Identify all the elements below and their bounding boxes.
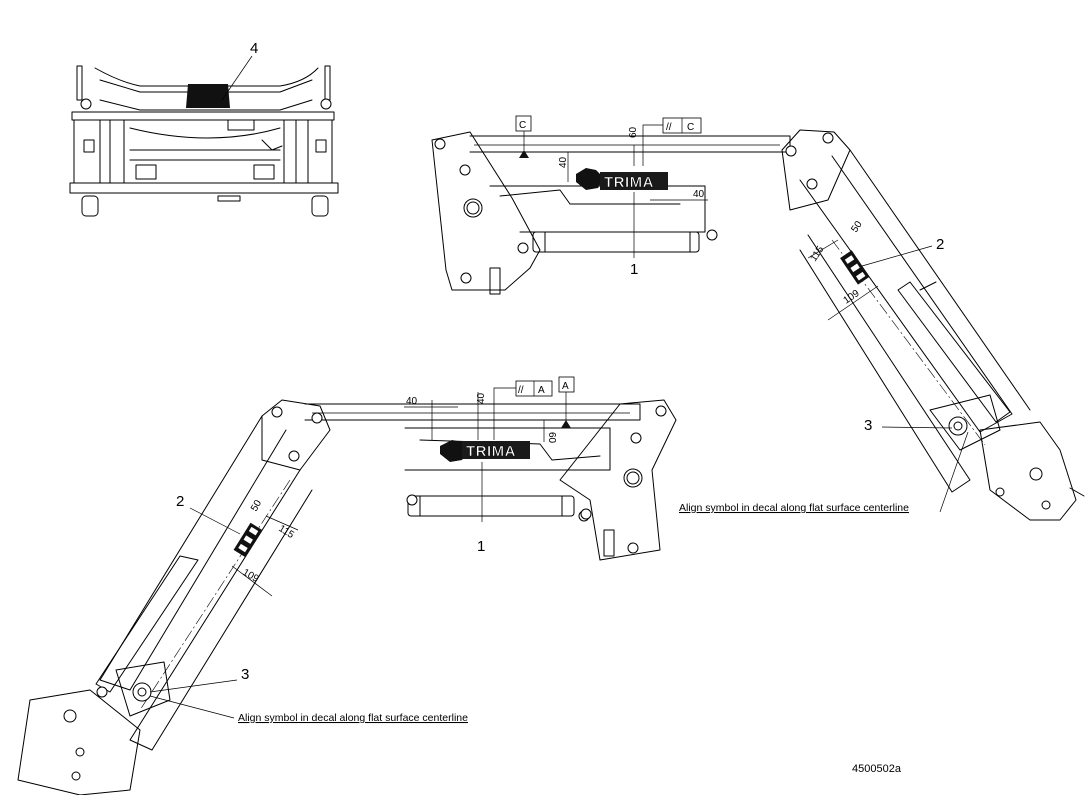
decal-2-right — [840, 250, 870, 285]
callout-1-left: 1 — [477, 538, 485, 555]
datum-c-label: C — [519, 120, 526, 131]
drawing-number: 4500502a — [852, 763, 902, 775]
note-left: Align symbol in decal along flat surface… — [238, 712, 468, 724]
tol-parallel-right: // — [666, 122, 672, 133]
dim-115-right: 115 — [808, 244, 826, 264]
trima-logo-text-left: TRIMA — [466, 443, 516, 460]
callout-3-left: 3 — [241, 666, 249, 683]
callout-3-right: 3 — [864, 417, 872, 434]
dim-50-right: 50 — [849, 219, 865, 235]
dim-40-horizontal-right: 40 — [693, 189, 705, 200]
right-arm-dimensions: C // C 60 40 40 1 50 115 109 2 3 Align s… — [515, 115, 969, 514]
decal-2-left — [233, 522, 263, 558]
front-decal — [186, 84, 230, 108]
datum-a-label: A — [562, 381, 569, 392]
front-view — [69, 65, 339, 217]
dim-40-vertical-left: 40 — [476, 392, 487, 404]
dim-60-left: 60 — [546, 432, 557, 444]
right-loader-arm: TRIMA — [431, 129, 1085, 521]
trima-decal-right: TRIMA — [576, 168, 668, 191]
tol-datum-a: A — [538, 385, 545, 396]
front-view-callout: 4 — [221, 40, 258, 101]
dim-40-horizontal-left: 40 — [406, 396, 418, 407]
trima-logo-text: TRIMA — [604, 174, 654, 191]
callout-4: 4 — [250, 40, 258, 57]
dim-60-right: 60 — [628, 126, 639, 138]
trima-decal-left: TRIMA — [440, 440, 530, 462]
tol-parallel-left: // — [518, 385, 524, 396]
dim-50-left: 50 — [249, 498, 264, 514]
dim-40-vertical-right: 40 — [558, 156, 569, 168]
tol-datum-c: C — [687, 122, 694, 133]
left-loader-arm: TRIMA — [17, 399, 677, 795]
callout-1-right: 1 — [630, 261, 638, 278]
dim-109-left: 109 — [241, 567, 261, 585]
callout-2-left: 2 — [176, 493, 184, 510]
note-right: Align symbol in decal along flat surface… — [679, 502, 909, 514]
dim-115-left: 115 — [276, 523, 296, 541]
callout-2-right: 2 — [936, 236, 944, 253]
